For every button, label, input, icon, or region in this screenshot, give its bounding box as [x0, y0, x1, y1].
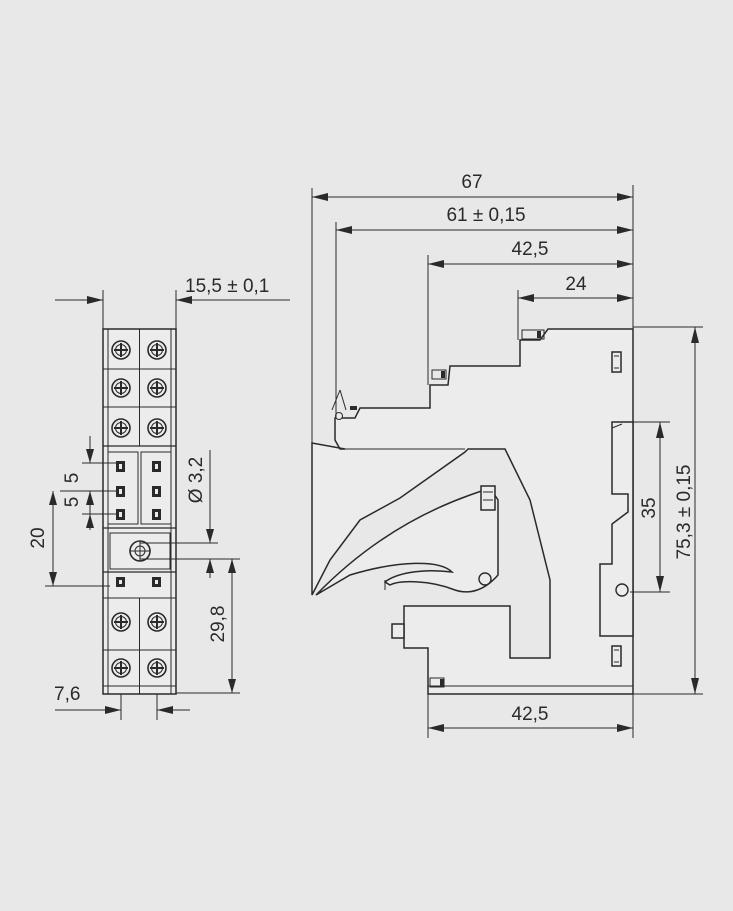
- terminal-screw-icon: [147, 340, 167, 360]
- terminal-screw-icon: [147, 418, 167, 438]
- dim-42-5-top-label: 42,5: [512, 239, 549, 260]
- dim-width-label: 15,5 ± 0,1: [185, 276, 269, 297]
- pivot-pin-icon: [478, 572, 492, 586]
- dim-hole-label: Ø 3,2: [186, 457, 207, 503]
- vent-slot: [611, 351, 622, 373]
- socket-side-body: [311, 328, 634, 695]
- dim-pitch-a-label: 5: [62, 473, 83, 484]
- dim-29-8-label: 29,8: [208, 606, 229, 643]
- side-view-dimensions: [311, 185, 703, 738]
- dim-42-5-bottom-label: 42,5: [512, 704, 549, 725]
- dim-pitch-b-label: 5: [62, 497, 83, 508]
- terminal-screw-icon: [147, 378, 167, 398]
- dim-35-label: 35: [639, 497, 660, 518]
- terminal-screw-icon: [147, 612, 167, 632]
- dim-24-label: 24: [565, 274, 587, 295]
- terminal-screw-icon: [111, 340, 131, 360]
- terminal-screw-icon: [111, 658, 131, 678]
- side-plug: [391, 623, 405, 639]
- terminal-screw-icon: [111, 418, 131, 438]
- front-view-dimensions: [45, 290, 290, 720]
- terminal-screw-icon: [111, 612, 131, 632]
- retaining-clip: [315, 487, 499, 596]
- side-view: [311, 328, 634, 695]
- vent-slot: [611, 645, 622, 667]
- clip-latch: [480, 485, 496, 511]
- dimension-labels: 15,5 ± 0,1 5 5 20 Ø 3,2 29,8 7,6 67 61 ±…: [28, 172, 695, 725]
- dim-7-6-label: 7,6: [54, 684, 80, 705]
- din-rail-clip: [599, 421, 634, 637]
- dim-61-label: 61 ± 0,15: [446, 205, 525, 226]
- front-view: [102, 328, 177, 695]
- dim-67-label: 67: [461, 172, 482, 193]
- terminal-screw-icon: [111, 378, 131, 398]
- terminal-screw-icon: [147, 658, 167, 678]
- dim-75-3-label: 75,3 ± 0,15: [674, 465, 695, 560]
- dim-20-label: 20: [28, 527, 49, 548]
